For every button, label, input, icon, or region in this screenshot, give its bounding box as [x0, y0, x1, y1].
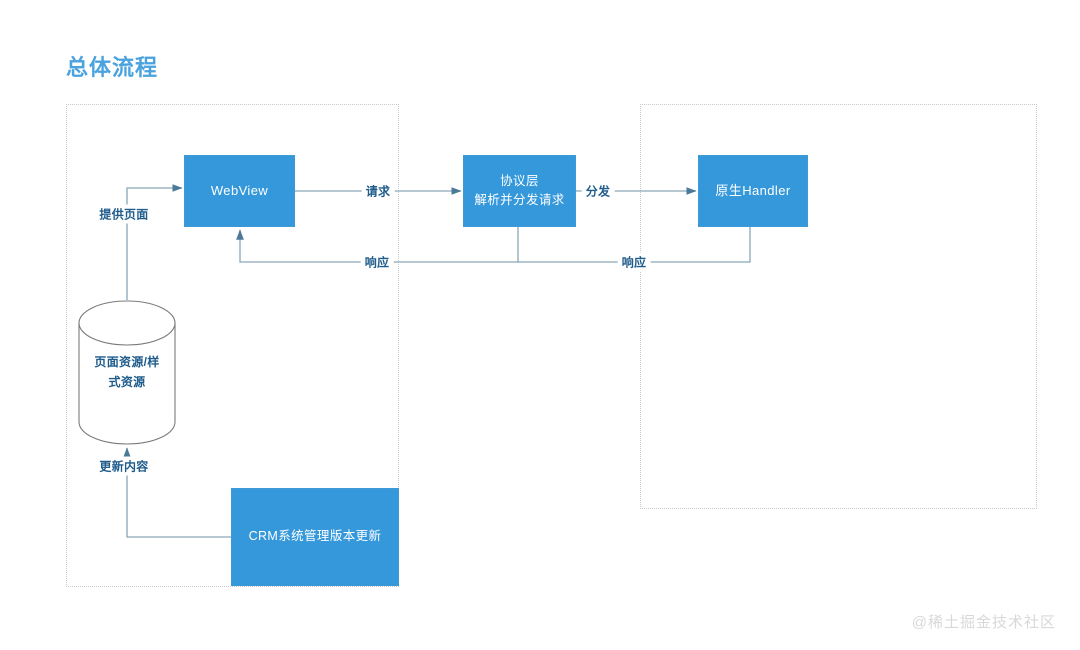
node-crm-system[interactable]: CRM系统管理版本更新	[231, 488, 399, 586]
edge-label-webview-to-protocol: 请求	[361, 181, 395, 201]
node-datastore-label: 页面资源/样 式资源	[78, 300, 176, 445]
edge-label-store-to-webview: 提供页面	[95, 204, 153, 224]
edge-label-protocol-to-webview: 响应	[360, 252, 394, 272]
node-protocol-label-line1: 协议层	[500, 173, 539, 188]
watermark: @稀土掘金技术社区	[911, 614, 1056, 631]
edge-label-protocol-to-handler: 分发	[581, 181, 615, 201]
edge-label-crm-to-store: 更新内容	[95, 456, 153, 476]
node-webview-label: WebView	[210, 182, 269, 198]
cylinder-icon	[78, 300, 176, 445]
node-protocol-layer[interactable]: 协议层 解析并分发请求	[463, 155, 576, 227]
group-container-right	[640, 104, 1037, 509]
node-native-handler[interactable]: 原生Handler	[698, 155, 808, 227]
edge-label-handler-to-protocol: 响应	[617, 252, 651, 272]
node-crm-label: CRM系统管理版本更新	[248, 529, 382, 544]
node-protocol-label-line2: 解析并分发请求	[474, 193, 565, 207]
page-title: 总体流程	[66, 55, 159, 80]
node-webview[interactable]: WebView	[184, 155, 295, 227]
node-handler-label: 原生Handler	[715, 182, 791, 198]
group-container-left	[66, 104, 399, 587]
node-datastore[interactable]: 页面资源/样 式资源	[78, 300, 176, 445]
node-datastore-label-line2: 式资源	[108, 374, 146, 389]
node-datastore-label-line1: 页面资源/样	[94, 355, 160, 370]
